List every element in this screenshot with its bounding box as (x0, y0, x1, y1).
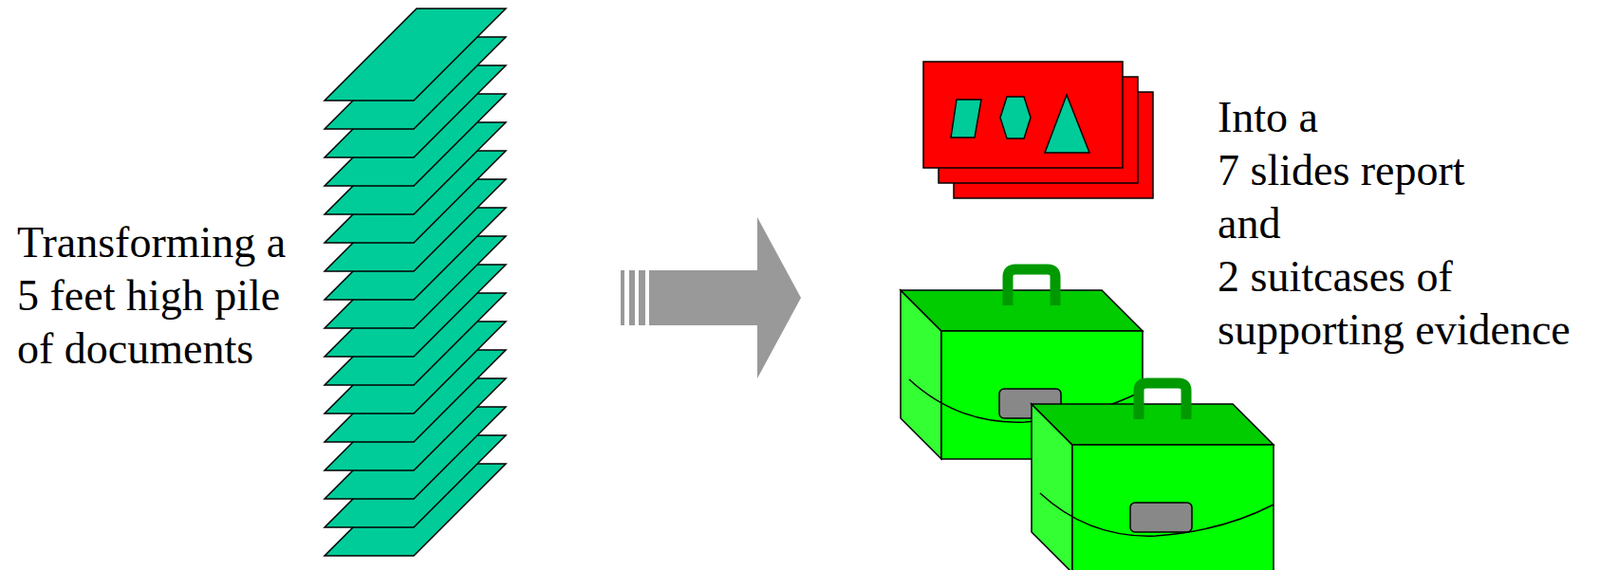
document-pile (324, 8, 506, 557)
illustration-group: Transforming a 5 feet high pile of docum… (14, 0, 621, 570)
arrow-part (757, 217, 801, 379)
suitcase (1031, 383, 1274, 570)
arrow-part (620, 270, 625, 326)
slide-shape (1000, 96, 1031, 139)
caption-text: Into a 7 slides report and 2 suitcases o… (1217, 91, 1571, 357)
arrow-part (638, 270, 646, 326)
caption-text: Transforming a 5 feet high pile of docum… (17, 216, 286, 376)
illustration-group: Into a 7 slides report and 2 suitcases o… (800, 0, 1600, 570)
document-sheet (324, 8, 506, 101)
arrow-part (629, 270, 635, 326)
block-arrow (620, 217, 801, 379)
slide-shape (1044, 94, 1090, 153)
slide-card (923, 61, 1123, 168)
slide-cards (923, 61, 1154, 199)
slide-shape (950, 99, 982, 138)
arrow-part (649, 270, 758, 326)
